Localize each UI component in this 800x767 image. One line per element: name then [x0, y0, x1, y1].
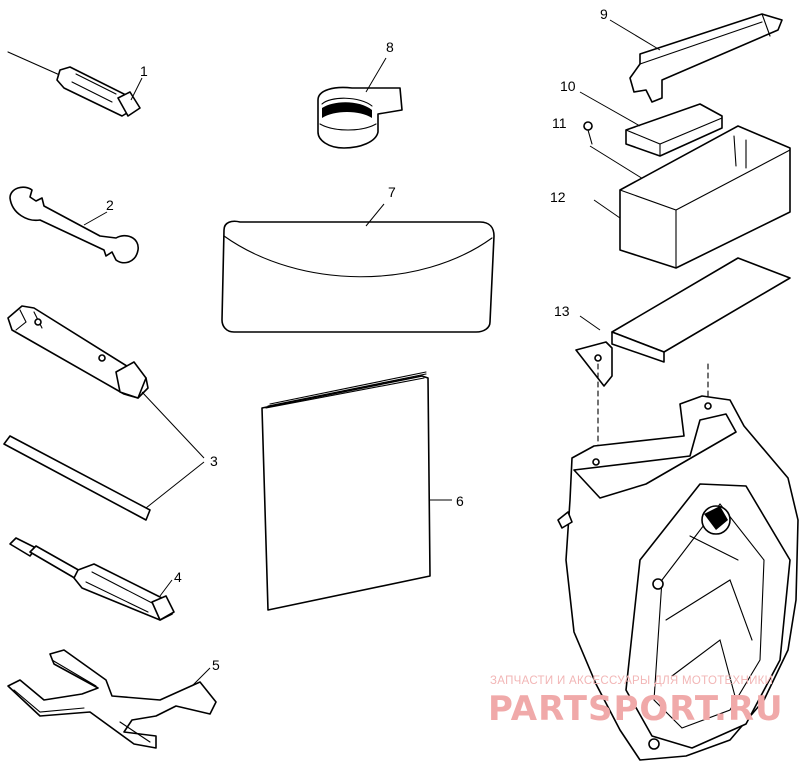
callout-7: 7 [388, 184, 396, 200]
part-9-cover [609, 13, 783, 103]
part-10-pad [579, 91, 723, 157]
part-5-clutch-tool [7, 649, 217, 749]
part-1-screwdriver [7, 51, 143, 117]
part-11-screw [583, 121, 649, 183]
callout-5: 5 [212, 657, 220, 673]
part-13-bracket [575, 257, 791, 457]
callout-9: 9 [600, 6, 608, 22]
callout-6: 6 [456, 493, 464, 509]
callout-10: 10 [560, 78, 576, 94]
chain-case-housing [557, 395, 799, 761]
watermark-tagline: ЗАПЧАСТИ И АКСЕССУАРЫ ДЛЯ МОТОТЕХНИКИ [490, 675, 773, 687]
part-6-manual [261, 371, 452, 611]
callout-13: 13 [554, 303, 570, 319]
callout-8: 8 [386, 39, 394, 55]
callout-4: 4 [174, 569, 182, 585]
part-12-tray [593, 125, 791, 269]
callout-12: 12 [550, 189, 566, 205]
watermark: ЗАПЧАСТИ И АКСЕССУАРЫ ДЛЯ МОТОТЕХНИКИ PA… [488, 675, 784, 729]
watermark-brand: PARTSPORT.RU [488, 689, 784, 729]
part-7-tool-bag [221, 203, 495, 333]
part-4-screwdriver [9, 537, 175, 621]
part-2-wrench [9, 186, 139, 264]
callout-3: 3 [210, 453, 218, 469]
callout-2: 2 [106, 197, 114, 213]
callout-1: 1 [140, 63, 148, 79]
callout-labels: 1 2 3 4 5 6 7 8 9 10 11 12 13 [106, 6, 608, 673]
callout-11: 11 [552, 115, 567, 131]
part-3-box-wrench [3, 305, 205, 521]
part-8-strap [317, 57, 403, 149]
